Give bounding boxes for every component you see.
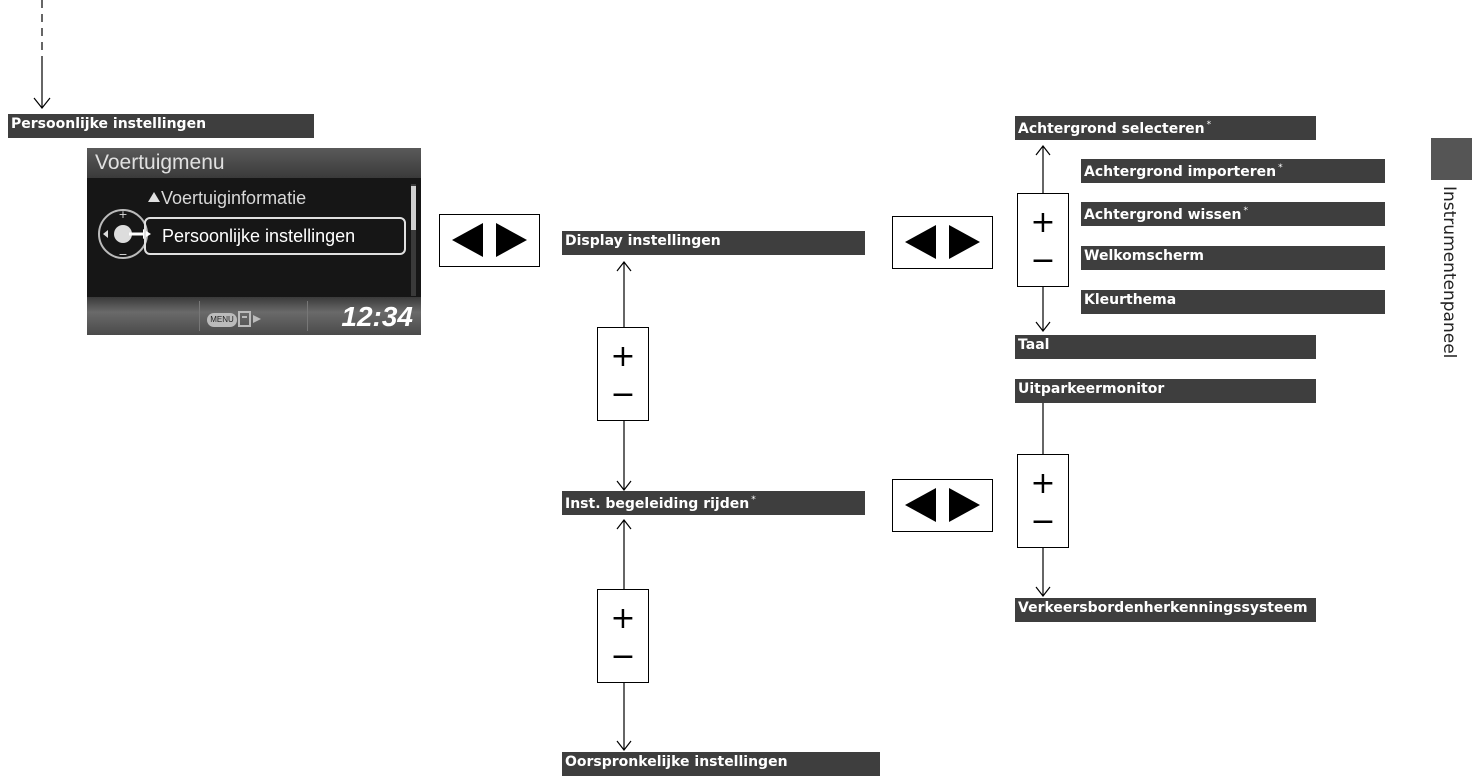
label-achtergrond-importeren: Achtergrond importeren* — [1081, 159, 1385, 183]
label-text: Welkomscherm — [1084, 248, 1204, 264]
label-text: Kleurthema — [1084, 292, 1177, 308]
plus-icon[interactable]: + — [610, 601, 636, 636]
footer-divider — [199, 301, 200, 331]
minus-icon[interactable]: − — [1030, 504, 1056, 539]
asterisk: * — [1243, 206, 1248, 216]
minus-icon[interactable]: − — [610, 639, 636, 674]
label-persoonlijke-instellingen: Persoonlijke instellingen — [8, 114, 314, 138]
label-welkomscherm: Welkomscherm — [1081, 246, 1385, 270]
label-inst-begeleiding-rijden: Inst. begeleiding rijden* — [562, 491, 865, 515]
label-text: Oorspronkelijke instellingen — [565, 754, 788, 770]
left-right-buttons[interactable] — [892, 479, 993, 532]
label-taal: Taal — [1015, 335, 1316, 359]
footer-divider — [307, 301, 308, 331]
left-right-icons — [452, 223, 527, 257]
left-right-buttons[interactable] — [892, 216, 993, 269]
label-display-instellingen: Display instellingen — [562, 231, 865, 255]
up-arrow-icon — [148, 192, 160, 202]
screen-footer: MENU 12:34 — [87, 297, 421, 335]
scrollbar-track — [411, 184, 416, 296]
door-exit-icon — [238, 311, 261, 327]
left-arrow-icon[interactable] — [905, 225, 936, 259]
screen-title: Voertuigmenu — [87, 148, 421, 178]
asterisk: * — [1206, 120, 1212, 130]
label-text: Display instellingen — [565, 233, 721, 249]
plus-icon[interactable]: + — [1030, 466, 1056, 501]
svg-text:−: − — [118, 248, 127, 261]
label-text: Taal — [1018, 337, 1050, 353]
left-arrow-icon[interactable] — [905, 488, 936, 522]
left-arrow-icon[interactable] — [452, 223, 483, 257]
label-achtergrond-selecteren: Achtergrond selecteren* — [1015, 116, 1316, 140]
label-verkeersbordenherkenningssysteem: Verkeersbordenherkenningssysteem — [1015, 598, 1316, 622]
left-right-buttons[interactable] — [439, 214, 540, 267]
instrument-display: Voertuigmenu Voertuiginformatie + − Pers… — [87, 148, 421, 335]
minus-icon[interactable]: − — [610, 377, 636, 412]
label-uitparkeermonitor: Uitparkeermonitor — [1015, 379, 1316, 403]
label-kleurthema: Kleurthema — [1081, 290, 1385, 314]
asterisk: * — [751, 495, 756, 505]
menu-item-persoonlijke-instellingen[interactable]: Persoonlijke instellingen — [144, 217, 406, 255]
label-text: Achtergrond wissen — [1084, 206, 1242, 223]
plus-minus-buttons[interactable]: + − — [1017, 454, 1069, 548]
label-oorspronkelijke-instellingen: Oorspronkelijke instellingen — [562, 752, 880, 776]
right-arrow-icon[interactable] — [949, 225, 980, 259]
menu-item-voertuiginformatie[interactable]: Voertuiginformatie — [161, 188, 307, 208]
label-text: Persoonlijke instellingen — [11, 116, 207, 132]
plus-icon[interactable]: + — [1030, 205, 1056, 240]
label-text: Verkeersbordenherkenningssysteem — [1018, 600, 1308, 616]
scrollbar-thumb — [411, 186, 416, 230]
label-text: Inst. begeleiding rijden — [565, 495, 750, 512]
side-tab-label: Instrumentenpaneel — [1439, 186, 1459, 359]
right-arrow-icon[interactable] — [949, 488, 980, 522]
asterisk: * — [1278, 163, 1283, 173]
right-arrow-icon[interactable] — [496, 223, 527, 257]
label-text: Uitparkeermonitor — [1018, 381, 1165, 397]
label-text: Achtergrond importeren — [1084, 163, 1277, 180]
left-right-icons — [905, 225, 980, 259]
side-tab-marker — [1431, 138, 1472, 180]
label-text: Achtergrond selecteren — [1018, 120, 1205, 137]
plus-minus-buttons[interactable]: + − — [1017, 193, 1069, 287]
selector-dial-icon: + − — [98, 208, 151, 261]
plus-icon[interactable]: + — [610, 339, 636, 374]
svg-text:+: + — [118, 208, 127, 221]
plus-minus-buttons[interactable]: + − — [597, 327, 649, 421]
menu-icon: MENU — [207, 313, 237, 327]
label-achtergrond-wissen: Achtergrond wissen* — [1081, 202, 1385, 226]
left-right-icons — [905, 488, 980, 522]
clock: 12:34 — [341, 301, 413, 332]
plus-minus-buttons[interactable]: + − — [597, 589, 649, 683]
minus-icon[interactable]: − — [1030, 243, 1056, 278]
